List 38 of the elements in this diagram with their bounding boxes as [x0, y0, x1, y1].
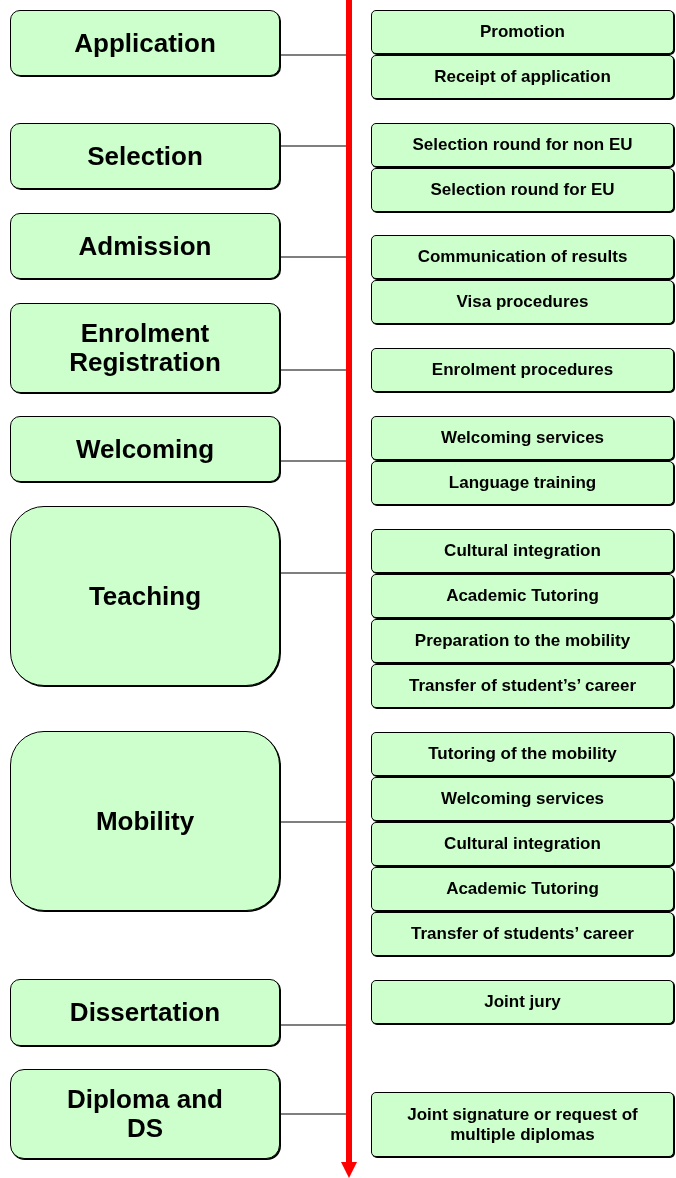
activity-box: Welcoming services [371, 416, 674, 460]
connector-line [280, 1113, 347, 1115]
phase-box: Admission [10, 213, 280, 279]
activity-box: Joint signature or request of multiple diplomas [371, 1092, 674, 1157]
activity-box: Welcoming services [371, 777, 674, 821]
connector-line [280, 145, 347, 147]
phase-box: Application [10, 10, 280, 76]
activity-box: Promotion [371, 10, 674, 54]
activity-box: Selection round for non EU [371, 123, 674, 167]
activity-box: Transfer of students’ career [371, 912, 674, 956]
phase-box: Diploma and DS [10, 1069, 280, 1159]
phase-box: Enrolment Registration [10, 303, 280, 393]
phase-box: Welcoming [10, 416, 280, 482]
connector-line [280, 369, 347, 371]
phase-box: Selection [10, 123, 280, 189]
connector-line [280, 1024, 347, 1026]
connector-line [280, 821, 347, 823]
activity-box: Preparation to the mobility [371, 619, 674, 663]
connector-line [280, 572, 347, 574]
activity-box: Cultural integration [371, 822, 674, 866]
activity-box: Academic Tutoring [371, 867, 674, 911]
connector-line [280, 54, 347, 56]
phase-box: Teaching [10, 506, 280, 686]
activity-box: Joint jury [371, 980, 674, 1024]
activity-box: Academic Tutoring [371, 574, 674, 618]
connector-line [280, 256, 347, 258]
connector-line [280, 460, 347, 462]
activity-box: Cultural integration [371, 529, 674, 573]
activity-box: Visa procedures [371, 280, 674, 324]
activity-box: Communication of results [371, 235, 674, 279]
activity-box: Enrolment procedures [371, 348, 674, 392]
activity-box: Receipt of application [371, 55, 674, 99]
activity-box: Selection round for EU [371, 168, 674, 212]
phase-box: Mobility [10, 731, 280, 911]
activity-box: Tutoring of the mobility [371, 732, 674, 776]
activity-box: Transfer of student’s’ career [371, 664, 674, 708]
phase-box: Dissertation [10, 979, 280, 1046]
activity-box: Language training [371, 461, 674, 505]
